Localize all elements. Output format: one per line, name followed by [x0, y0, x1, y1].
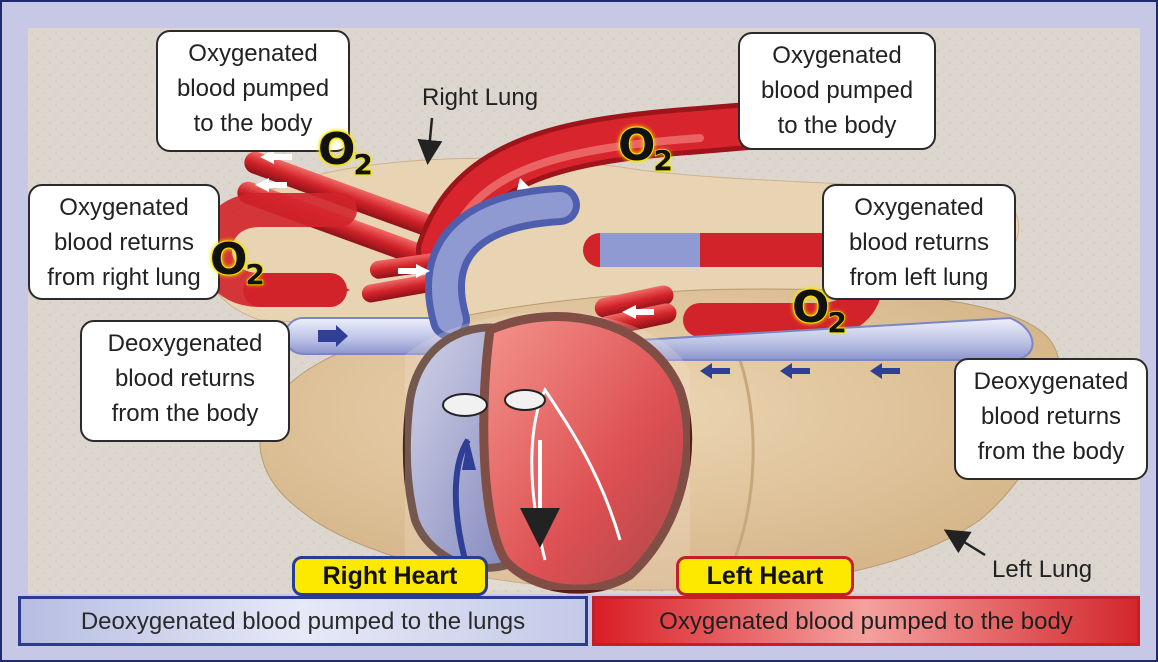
right-heart-tag: Right Heart — [292, 556, 488, 596]
right-lung-label: Right Lung — [422, 84, 538, 112]
o2-symbol-top-right: O2 — [618, 124, 675, 168]
heart-overlay — [405, 312, 690, 590]
tricuspid-valve — [443, 394, 487, 416]
right-heart-band: Deoxygenated blood pumped to the lungs — [18, 596, 588, 646]
callout-low-left: Deoxygenated blood returns from the body — [80, 320, 290, 442]
left-heart-tag: Left Heart — [676, 556, 854, 596]
o2-symbol-mid-right: O2 — [792, 286, 849, 330]
mitral-valve — [505, 390, 545, 410]
o2-symbol-mid-left: O2 — [210, 238, 267, 282]
callout-low-right: Deoxygenated blood returns from the body — [954, 358, 1148, 480]
callout-top-right: Oxygenated blood pumped to the body — [738, 32, 936, 150]
callout-mid-right: Oxygenated blood returns from left lung — [822, 184, 1016, 300]
left-lung-label: Left Lung — [992, 556, 1092, 584]
callout-mid-left: Oxygenated blood returns from right lung — [28, 184, 220, 300]
left-heart-band: Oxygenated blood pumped to the body — [592, 596, 1140, 646]
o2-symbol-top-left: O2 — [318, 128, 375, 172]
